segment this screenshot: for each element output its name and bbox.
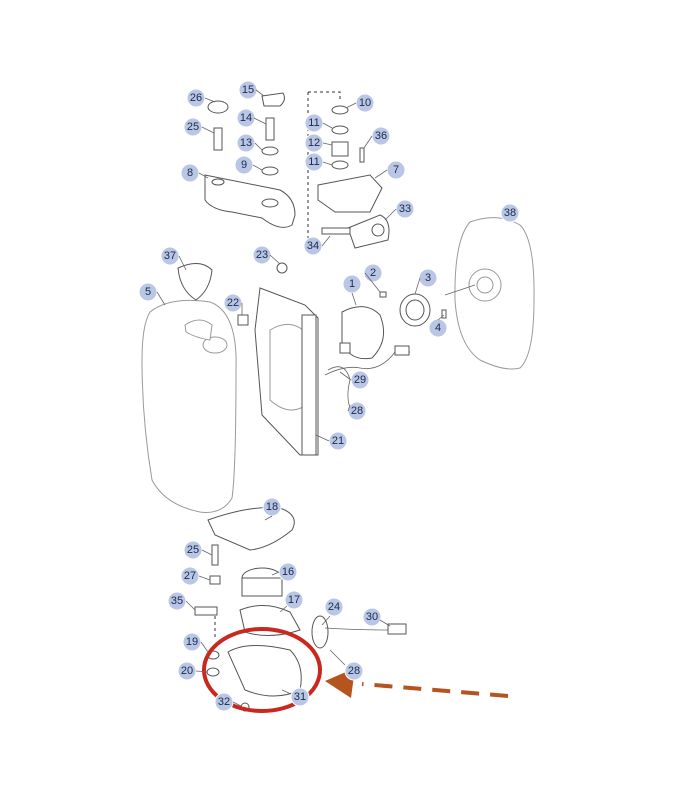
- svg-text:13: 13: [240, 137, 252, 149]
- pivot-base-parts: [194, 544, 407, 712]
- callout-27: 27: [180, 566, 200, 586]
- wiring-harness: [324, 342, 410, 413]
- svg-text:16: 16: [282, 566, 294, 578]
- callout-2: 2: [363, 263, 383, 283]
- svg-text:22: 22: [227, 297, 239, 309]
- callout-16: 16: [278, 562, 298, 582]
- callout-35: 35: [167, 591, 187, 611]
- svg-text:32: 32: [218, 696, 230, 708]
- svg-text:10: 10: [359, 97, 371, 109]
- callout-38: 38: [500, 203, 520, 223]
- svg-text:25: 25: [187, 544, 199, 556]
- svg-text:5: 5: [145, 286, 151, 298]
- callout-34: 34: [303, 236, 323, 256]
- callout-12: 12: [304, 133, 324, 153]
- callout-19: 19: [182, 632, 202, 652]
- svg-text:11: 11: [308, 156, 319, 168]
- callout-33: 33: [395, 199, 415, 219]
- svg-text:36: 36: [375, 130, 387, 142]
- callout-15: 15: [238, 80, 258, 100]
- svg-text:34: 34: [307, 240, 319, 252]
- svg-text:18: 18: [266, 501, 278, 513]
- callout-28-lower: 28: [344, 661, 364, 681]
- arm-bracket-part: [204, 174, 296, 228]
- callout-30: 30: [362, 607, 382, 627]
- svg-text:2: 2: [370, 267, 376, 279]
- callout-21: 21: [328, 431, 348, 451]
- callout-23: 23: [252, 245, 272, 265]
- svg-text:29: 29: [354, 374, 366, 386]
- svg-text:17: 17: [288, 594, 300, 606]
- svg-text:28: 28: [351, 405, 363, 417]
- svg-text:23: 23: [256, 249, 268, 261]
- fasteners-top: [207, 92, 365, 176]
- callout-24: 24: [324, 597, 344, 617]
- svg-text:26: 26: [190, 92, 202, 104]
- callout-4: 4: [428, 318, 448, 338]
- callout-26: 26: [186, 88, 206, 108]
- small-parts: [237, 262, 288, 326]
- callout-11-lower: 11: [304, 152, 324, 172]
- callout-11-upper: 11: [304, 113, 324, 133]
- callout-3: 3: [418, 268, 438, 288]
- svg-text:35: 35: [171, 595, 183, 607]
- svg-text:7: 7: [393, 164, 399, 176]
- callout-18: 18: [262, 497, 282, 517]
- leader-lines: [156, 89, 445, 707]
- callout-20: 20: [177, 661, 197, 681]
- base-cover-part: [207, 507, 295, 551]
- callout-1: 1: [342, 274, 362, 294]
- highlight-ring: [202, 627, 322, 713]
- svg-text:37: 37: [164, 250, 176, 262]
- svg-text:9: 9: [241, 159, 247, 171]
- motor-parts: [341, 291, 447, 360]
- svg-text:15: 15: [242, 84, 254, 96]
- callout-13: 13: [236, 133, 256, 153]
- callout-10: 10: [355, 93, 375, 113]
- svg-text:20: 20: [181, 665, 193, 677]
- svg-text:21: 21: [332, 435, 344, 447]
- mirror-housing-part: [141, 299, 237, 513]
- motor-bracket-part: [317, 174, 390, 249]
- svg-text:14: 14: [240, 112, 252, 124]
- callout-9: 9: [234, 155, 254, 175]
- svg-text:1: 1: [349, 278, 355, 290]
- callout-14: 14: [236, 108, 256, 128]
- callout-37: 37: [160, 246, 180, 266]
- callout-36: 36: [371, 126, 391, 146]
- svg-text:4: 4: [435, 322, 441, 334]
- callout-31: 31: [290, 687, 310, 707]
- svg-text:27: 27: [184, 570, 196, 582]
- svg-text:31: 31: [294, 691, 306, 703]
- callout-5: 5: [138, 282, 158, 302]
- svg-text:12: 12: [308, 137, 320, 149]
- callout-17: 17: [284, 590, 304, 610]
- mirror-glass-part: [444, 217, 535, 370]
- svg-text:33: 33: [399, 203, 411, 215]
- callout-28-upper: 28: [347, 401, 367, 421]
- svg-text:24: 24: [328, 601, 340, 613]
- svg-text:11: 11: [308, 117, 319, 129]
- svg-text:28: 28: [348, 665, 360, 677]
- svg-text:38: 38: [504, 207, 516, 219]
- callout-7: 7: [386, 160, 406, 180]
- svg-text:8: 8: [187, 167, 193, 179]
- svg-text:3: 3: [425, 272, 431, 284]
- svg-text:19: 19: [186, 636, 198, 648]
- callout-8: 8: [180, 163, 200, 183]
- callout-22: 22: [223, 293, 243, 313]
- callout-25-top: 25: [183, 117, 203, 137]
- callout-32: 32: [214, 692, 234, 712]
- callout-25-lower: 25: [183, 540, 203, 560]
- svg-text:30: 30: [366, 611, 378, 623]
- svg-text:25: 25: [187, 121, 199, 133]
- main-frame-part: [254, 287, 319, 456]
- callout-29: 29: [350, 370, 370, 390]
- cap-part: [177, 263, 213, 301]
